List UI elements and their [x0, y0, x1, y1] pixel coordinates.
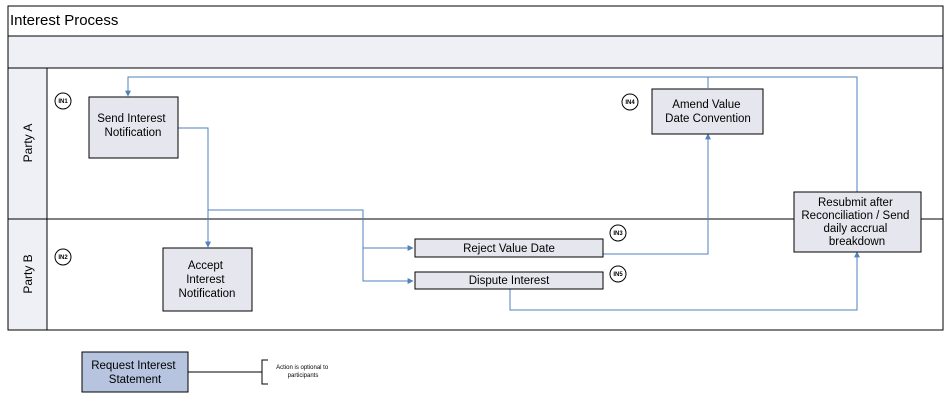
- legend: Request Interest Statement Action is opt…: [81, 351, 330, 393]
- svg-text:IN5: IN5: [613, 272, 623, 278]
- box-amend-value-date: [651, 88, 764, 135]
- box-dispute-interest: [414, 271, 604, 290]
- connector-resubmit-to-top: [708, 76, 858, 192]
- connector-dispute-to-resubmit: [509, 251, 860, 311]
- badge-in4: IN4: [621, 93, 639, 111]
- connector-amend-to-send: [125, 76, 709, 97]
- connectors: [125, 76, 860, 311]
- legend-annotation-bracket: [261, 359, 268, 385]
- lane-label-party-b: Party B: [21, 254, 35, 293]
- connector-to-reject: [208, 209, 414, 251]
- connector-send-to-accept: [178, 127, 211, 248]
- legend-box-text: Request Interest Statement: [91, 360, 179, 386]
- box-accept-interest-notification: [162, 247, 253, 312]
- box-send-text: Send Interest Notification: [97, 113, 169, 139]
- box-dispute-text: Dispute Interest: [469, 275, 550, 287]
- svg-text:IN4: IN4: [625, 100, 635, 106]
- badge-in3: IN3: [609, 224, 627, 242]
- box-accept-text: Accept Interest Notification: [179, 260, 236, 300]
- legend-optional-box: [81, 351, 189, 393]
- badge-in5: IN5: [609, 265, 627, 283]
- box-reject-text: Reject Value Date: [463, 243, 555, 255]
- process-boxes: Send Interest Notification Amend Value D…: [88, 88, 922, 312]
- title-bar: [7, 5, 944, 37]
- box-resubmit-text: Resubmit after Reconciliation / Send dai…: [801, 197, 912, 248]
- header-band: [7, 35, 944, 69]
- box-reject-value-date: [414, 238, 604, 258]
- box-send-interest-notification: [88, 96, 179, 159]
- lane-label-party-a: Party A: [21, 124, 35, 163]
- legend-note: Action is optional to participants: [276, 365, 330, 379]
- svg-text:IN3: IN3: [613, 231, 623, 237]
- badge-in1: IN1: [54, 92, 72, 110]
- connector-reject-to-amend: [603, 133, 711, 255]
- box-amend-text: Amend Value Date Convention: [665, 99, 751, 125]
- badge-in2: IN2: [54, 248, 72, 266]
- svg-text:IN1: IN1: [58, 99, 68, 105]
- box-resubmit: [793, 191, 922, 253]
- svg-text:IN2: IN2: [58, 255, 68, 261]
- step-badges: IN1 IN2 IN3 IN4 IN5: [54, 92, 639, 283]
- connector-to-dispute: [362, 248, 414, 284]
- diagram-title: Interest Process: [10, 12, 118, 29]
